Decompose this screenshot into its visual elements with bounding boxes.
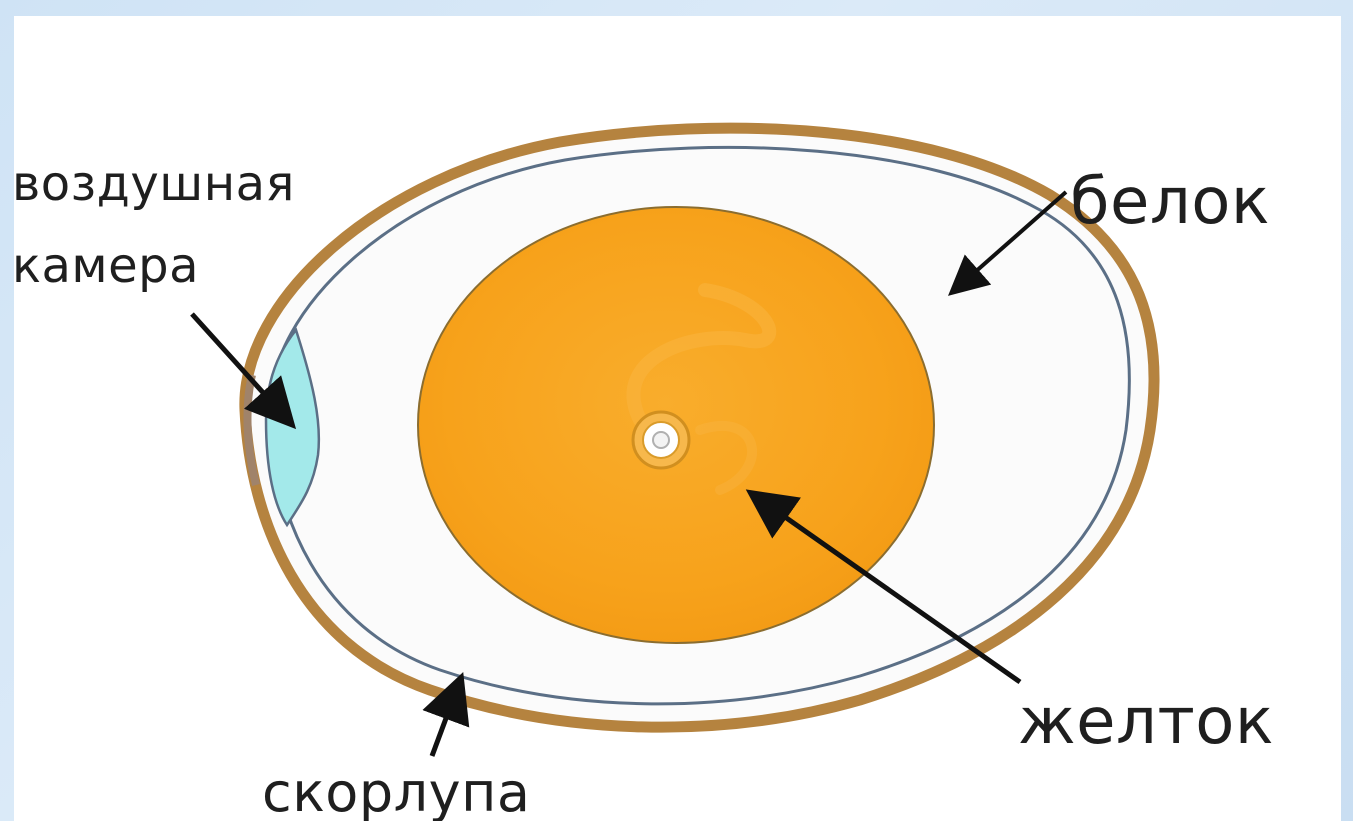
label-shell: скорлупа (262, 766, 531, 820)
label-white: белок (1070, 170, 1270, 234)
germinal-disc-core (653, 432, 669, 448)
label-yolk: желток (1018, 690, 1274, 754)
label-air-chamber-line2: камера (12, 242, 199, 290)
label-air-chamber-line1: воздушная (12, 160, 295, 208)
